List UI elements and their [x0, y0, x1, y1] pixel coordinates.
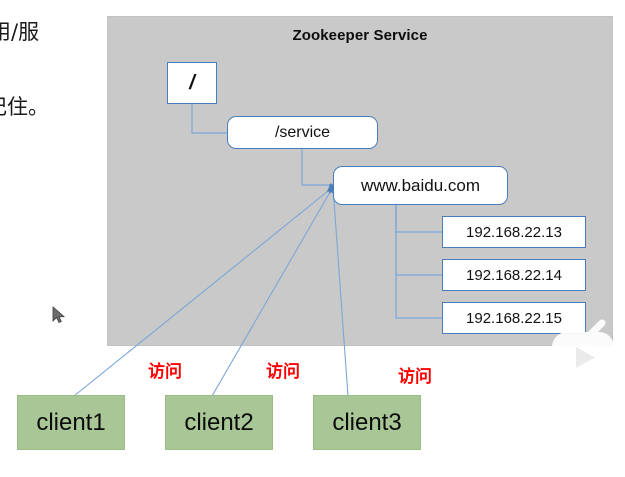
node-root[interactable]: / — [167, 62, 217, 104]
node-ip-1[interactable]: 192.168.22.13 — [442, 216, 586, 248]
client-box-2[interactable]: client2 — [165, 395, 273, 450]
access-label-3: 访问 — [398, 367, 432, 387]
access-label-1: 访问 — [148, 362, 182, 382]
client-box-1[interactable]: client1 — [17, 395, 125, 450]
node-service[interactable]: /service — [227, 116, 378, 149]
play-tv-icon — [552, 319, 614, 382]
access-label-2: 访问 — [266, 362, 300, 382]
mouse-pointer-icon — [52, 306, 66, 324]
node-ip-2[interactable]: 192.168.22.14 — [442, 259, 586, 291]
slide-text-line-2: 记住。 — [0, 95, 49, 119]
client-box-3[interactable]: client3 — [313, 395, 421, 450]
slide-text-line-1: 用/服 — [0, 20, 40, 44]
node-ip-3[interactable]: 192.168.22.15 — [442, 302, 586, 334]
node-domain[interactable]: www.baidu.com — [333, 166, 508, 205]
zookeeper-service-title: Zookeeper Service — [292, 27, 428, 44]
